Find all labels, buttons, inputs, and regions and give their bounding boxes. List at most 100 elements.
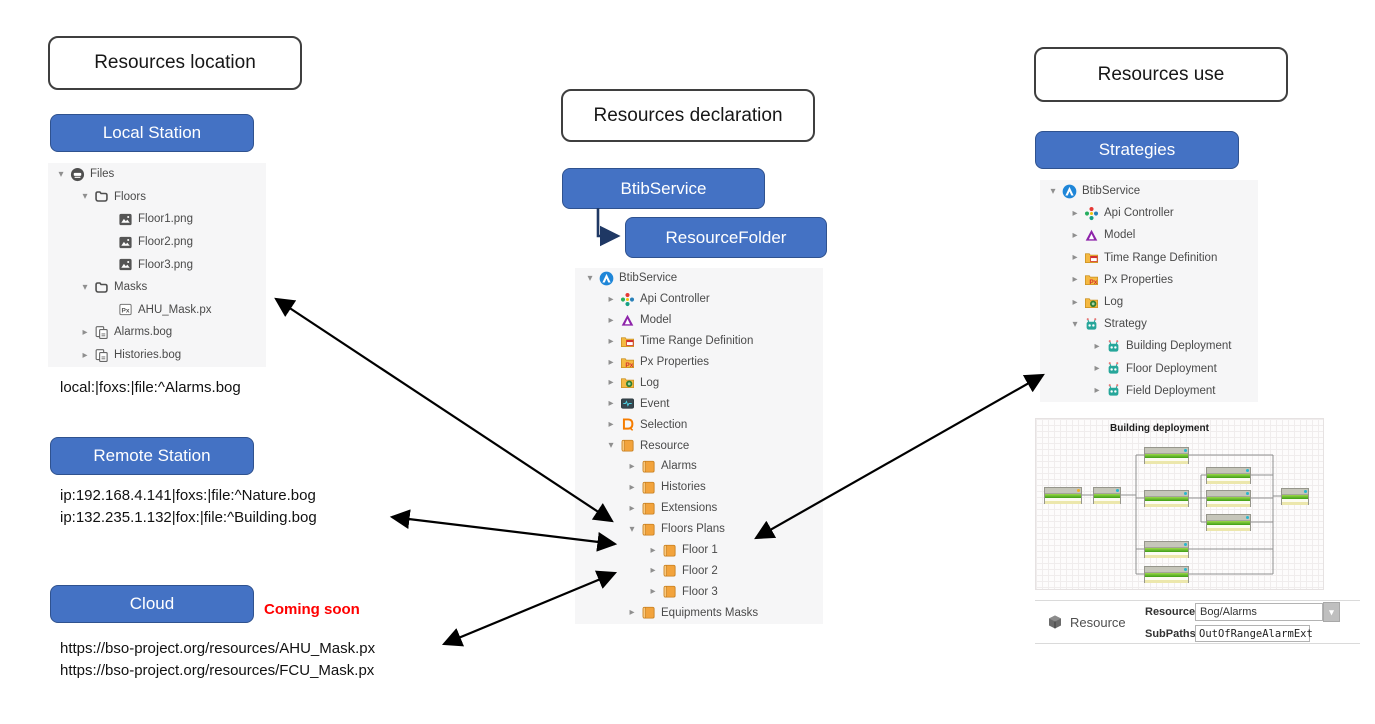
resource-icon	[620, 438, 635, 453]
chevron-right-icon[interactable]: ▸	[629, 607, 635, 619]
chevron-down-icon[interactable]: ▾	[82, 191, 88, 203]
chevron-down-icon[interactable]: ▾	[629, 523, 635, 535]
resourcefolder-button[interactable]: ResourceFolder	[625, 217, 827, 258]
subpaths-field-label: SubPaths	[1145, 627, 1196, 640]
tree-item-strategy[interactable]: ▾ Strategy	[1040, 313, 1258, 335]
tree-item-time-range-definition[interactable]: ▸ Time Range Definition	[1040, 247, 1258, 269]
chevron-right-icon[interactable]: ▸	[629, 460, 635, 472]
remote-station-button[interactable]: Remote Station	[50, 437, 254, 475]
resource-icon	[641, 605, 656, 620]
tree-item-api-controller[interactable]: ▸Api Controller	[1040, 202, 1258, 224]
tree-item-event[interactable]: ▸ Event	[575, 393, 823, 414]
tree-item-files[interactable]: ▾ Files	[48, 163, 266, 186]
tree-item-time-range-definition[interactable]: ▸Time Range Definition	[575, 331, 823, 352]
tree-item-model[interactable]: ▸Model	[575, 310, 823, 331]
tree-item-label: Event	[640, 397, 670, 410]
px-file-icon: Px	[118, 302, 133, 317]
tree-item-model[interactable]: ▸Model	[1040, 224, 1258, 246]
resource-icon	[662, 584, 677, 599]
resource-icon	[641, 501, 656, 516]
tree-item-resource[interactable]: ▾Resource	[575, 435, 823, 456]
center-btibservice-tree: ▾BtibService▸Api Controller▸Model▸Time R…	[575, 268, 823, 624]
bog-file-icon	[94, 325, 109, 340]
tree-item-label: Strategy	[1104, 318, 1147, 331]
tree-item-field-deployment[interactable]: ▸ Field Deployment	[1040, 380, 1258, 402]
resource-dropdown[interactable]: Bog/Alarms	[1195, 603, 1323, 621]
api-icon	[620, 292, 635, 307]
chevron-right-icon[interactable]: ▸	[608, 377, 614, 389]
tree-item-building-deployment[interactable]: ▸Building Deployment	[1040, 335, 1258, 357]
tree-item-label: Field Deployment	[1126, 384, 1216, 397]
tree-item-alarms[interactable]: ▸Alarms	[575, 456, 823, 477]
chevron-right-icon[interactable]: ▸	[1072, 274, 1078, 286]
tree-item-floors-plans[interactable]: ▾Floors Plans	[575, 519, 823, 540]
tree-item-floors[interactable]: ▾Floors	[48, 186, 266, 209]
tree-item-label: Time Range Definition	[1104, 251, 1218, 264]
tree-item-histories[interactable]: ▸Histories	[575, 477, 823, 498]
chevron-right-icon[interactable]: ▸	[650, 565, 656, 577]
tree-item-floor-2[interactable]: ▸Floor 2	[575, 560, 823, 581]
chevron-right-icon[interactable]: ▸	[1072, 207, 1078, 219]
coming-soon-label: Coming soon	[264, 601, 360, 618]
chevron-right-icon[interactable]: ▸	[1094, 340, 1100, 352]
local-station-button[interactable]: Local Station	[50, 114, 254, 152]
start-block	[1093, 487, 1121, 504]
tree-item-btibservice[interactable]: ▾BtibService	[575, 268, 823, 289]
chevron-down-icon[interactable]: ▾	[1072, 318, 1078, 330]
chevron-right-icon[interactable]: ▸	[608, 398, 614, 410]
chevron-right-icon[interactable]: ▸	[1072, 229, 1078, 241]
tree-item-floor-deployment[interactable]: ▸Floor Deployment	[1040, 358, 1258, 380]
chevron-right-icon[interactable]: ▸	[608, 293, 614, 305]
end-block	[1281, 488, 1309, 505]
tree-item-floor1-png[interactable]: Floor1.png	[48, 208, 266, 231]
chevron-right-icon[interactable]: ▸	[608, 356, 614, 368]
chevron-down-icon[interactable]: ▾	[587, 272, 593, 284]
tree-item-histories-bog[interactable]: ▸Histories.bog	[48, 344, 266, 367]
chevron-right-icon[interactable]: ▸	[608, 419, 614, 431]
chevron-down-icon[interactable]: ▾	[82, 281, 88, 293]
tree-item-floor3-png[interactable]: Floor3.png	[48, 253, 266, 276]
chevron-right-icon[interactable]: ▸	[650, 544, 656, 556]
px-properties-icon: Px	[1084, 272, 1099, 287]
chevron-right-icon[interactable]: ▸	[608, 314, 614, 326]
set-block-2	[1206, 490, 1251, 507]
tree-item-label: Px Properties	[640, 356, 710, 368]
chevron-down-icon[interactable]: ▾	[58, 168, 64, 180]
tree-item-extensions[interactable]: ▸Extensions	[575, 498, 823, 519]
tree-item-floor2-png[interactable]: Floor2.png	[48, 231, 266, 254]
tree-item-btibservice[interactable]: ▾BtibService	[1040, 180, 1258, 202]
chevron-right-icon[interactable]: ▸	[1072, 296, 1078, 308]
tree-item-api-controller[interactable]: ▸Api Controller	[575, 289, 823, 310]
tree-item-alarms-bog[interactable]: ▸Alarms.bog	[48, 321, 266, 344]
tree-item-log[interactable]: ▸Log	[1040, 291, 1258, 313]
tree-item-label: Log	[640, 376, 660, 389]
chevron-right-icon[interactable]: ▸	[629, 481, 635, 493]
tree-item-selection[interactable]: ▸Selection	[575, 414, 823, 435]
chevron-right-icon[interactable]: ▸	[82, 326, 88, 338]
chevron-right-icon[interactable]: ▸	[1094, 363, 1100, 375]
tree-item-floor-1[interactable]: ▸Floor 1	[575, 540, 823, 561]
tree-item-masks[interactable]: ▾Masks	[48, 276, 266, 299]
btibservice-button[interactable]: BtibService	[562, 168, 765, 209]
cloud-button[interactable]: Cloud	[50, 585, 254, 623]
chevron-right-icon[interactable]: ▸	[650, 586, 656, 598]
dropdown-arrow-button[interactable]: ▾	[1323, 602, 1340, 622]
chevron-right-icon[interactable]: ▸	[1094, 385, 1100, 397]
tree-item-equipments-masks[interactable]: ▸Equipments Masks	[575, 602, 823, 623]
chevron-right-icon[interactable]: ▸	[608, 335, 614, 347]
subpaths-input[interactable]: OutOfRangeAlarmExt	[1195, 625, 1313, 642]
tree-item-label: Files	[90, 168, 115, 181]
chevron-down-icon[interactable]: ▾	[1050, 185, 1056, 197]
chevron-down-icon[interactable]: ▾	[608, 440, 614, 452]
chevron-right-icon[interactable]: ▸	[82, 349, 88, 361]
tree-item-log[interactable]: ▸ Log	[575, 372, 823, 393]
chevron-right-icon[interactable]: ▸	[1072, 252, 1078, 264]
chevron-right-icon[interactable]: ▸	[629, 502, 635, 514]
tree-item-floor-3[interactable]: ▸Floor 3	[575, 581, 823, 602]
strategies-button[interactable]: Strategies	[1035, 131, 1239, 169]
resource-icon	[662, 543, 677, 558]
